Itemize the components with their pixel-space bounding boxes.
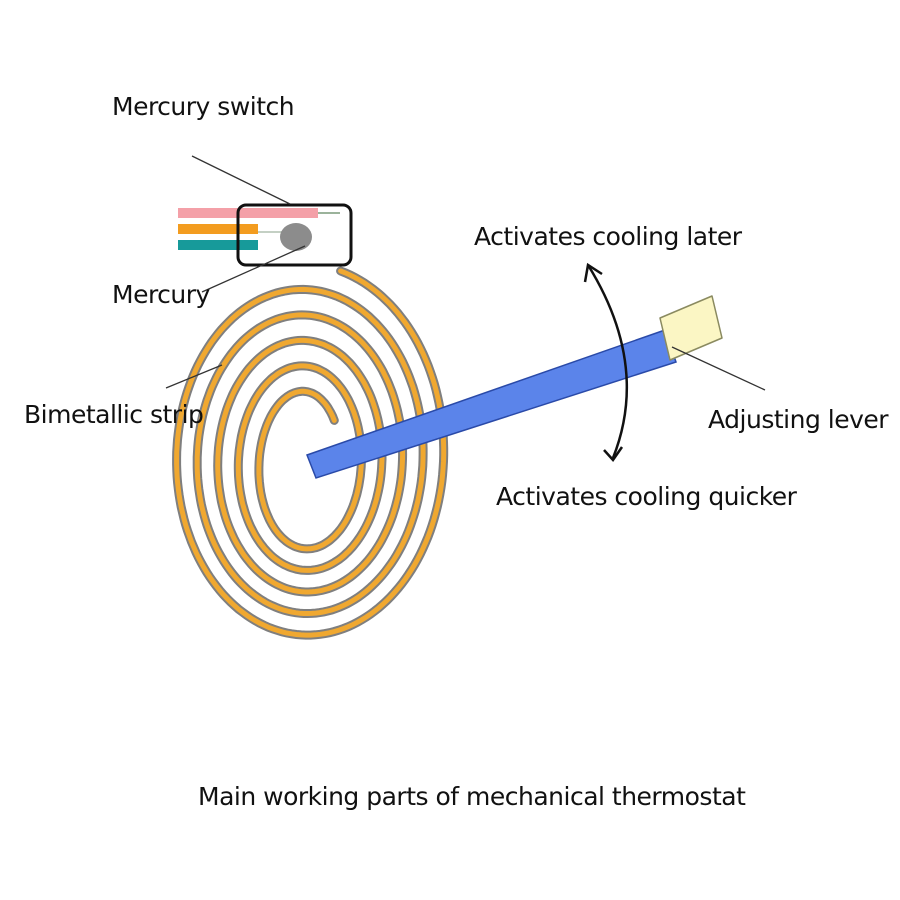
- label-cooling-later: Activates cooling later: [474, 222, 742, 251]
- wire-teal: [178, 240, 258, 250]
- mercury-drop: [280, 223, 312, 251]
- rotation-arrow: [586, 264, 629, 459]
- leader-mercury-switch: [191, 155, 291, 205]
- wire-orange: [178, 224, 258, 234]
- bimetallic-spiral: [172, 266, 449, 640]
- label-mercury-switch: Mercury switch: [112, 92, 295, 121]
- label-bimetallic-strip: Bimetallic strip: [24, 400, 204, 429]
- mercury-switch-capsule: [236, 203, 353, 267]
- wire-pink: [178, 208, 318, 218]
- leader-mercury: [201, 245, 306, 293]
- leader-adjusting-lever: [671, 346, 766, 391]
- adjusting-lever-arm: [306, 329, 677, 479]
- arrow-head-down: [603, 446, 624, 463]
- leader-bimetallic: [165, 364, 223, 389]
- arrow-head-up: [583, 262, 603, 283]
- label-adjusting-lever: Adjusting lever: [708, 405, 889, 434]
- label-cooling-quicker: Activates cooling quicker: [496, 482, 797, 511]
- label-mercury: Mercury: [112, 280, 210, 309]
- adjusting-lever-handle: [659, 295, 723, 361]
- diagram-caption: Main working parts of mechanical thermos…: [198, 782, 746, 811]
